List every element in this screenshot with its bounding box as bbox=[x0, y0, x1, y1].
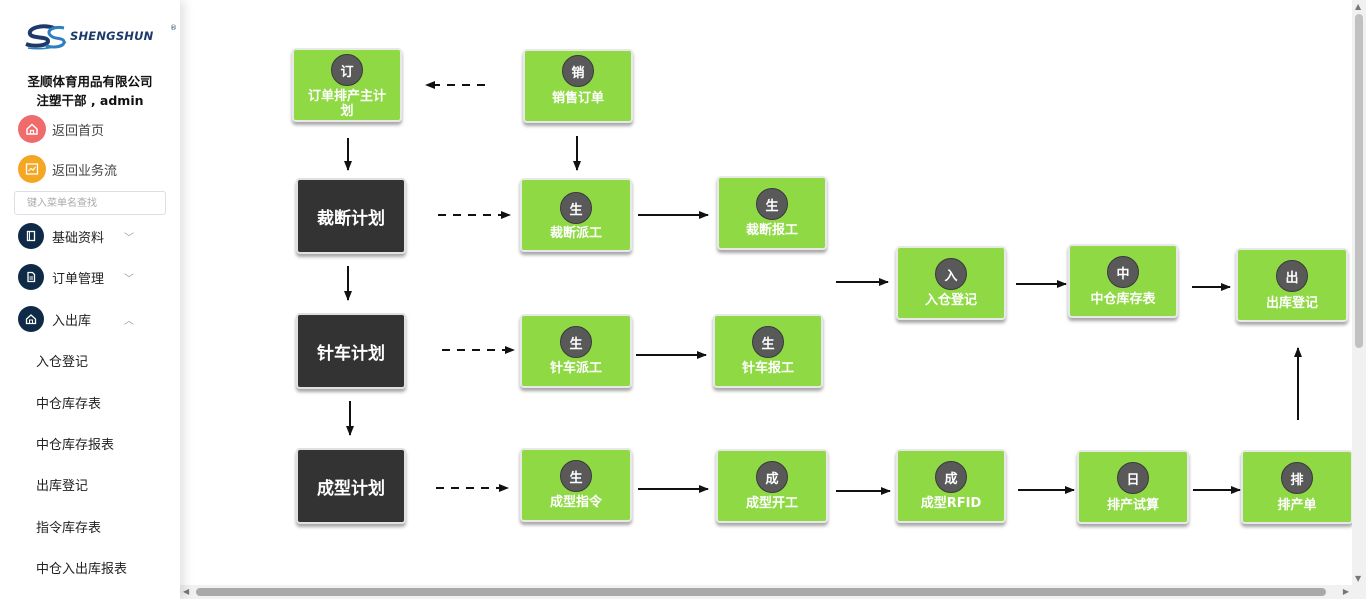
sidebar: SHENGSHUN ® 圣顺体育用品有限公司 注塑干部 , admin 返回首页… bbox=[0, 0, 180, 599]
node-label: 裁断派工 bbox=[549, 226, 602, 241]
logo-text: SHENGSHUN bbox=[70, 29, 154, 43]
node-badge: 生 bbox=[560, 192, 592, 224]
chevron-down-icon: ﹀ bbox=[124, 273, 134, 285]
vertical-scrollbar[interactable]: ▲ ▼ bbox=[1352, 0, 1366, 585]
menu-inbound-outbound[interactable]: 入出库 ︿ bbox=[18, 305, 168, 333]
flow-link[interactable]: 返回业务流 bbox=[18, 155, 117, 183]
node-form-start[interactable]: 成 成型开工 bbox=[716, 449, 828, 523]
node-schedule-calc[interactable]: 日 排产试算 bbox=[1077, 450, 1189, 524]
node-label: 针车报工 bbox=[741, 361, 794, 376]
node-label: 成型指令 bbox=[549, 495, 602, 510]
business-flow-diagram: 订 订单排产主计划 销 销售订单 生 裁断派工 生 裁断报工 生 针车派工 生 … bbox=[180, 0, 1353, 585]
node-badge: 日 bbox=[1117, 462, 1149, 494]
node-mid-stock[interactable]: 中 中仓库存表 bbox=[1068, 244, 1178, 318]
menu-order-management-label: 订单管理 bbox=[52, 271, 105, 287]
menu-basic-data[interactable]: 基础资料 ﹀ bbox=[18, 222, 168, 250]
node-label: 销售订单 bbox=[551, 91, 604, 106]
node-badge: 入 bbox=[935, 258, 967, 290]
node-badge: 排 bbox=[1281, 462, 1313, 494]
node-badge: 出 bbox=[1276, 260, 1308, 292]
node-order-master-plan[interactable]: 订 订单排产主计划 bbox=[292, 48, 402, 122]
node-label: 中仓库存表 bbox=[1090, 292, 1156, 307]
node-badge: 生 bbox=[560, 460, 592, 492]
submenu-item-inbound-register[interactable]: 入仓登记 bbox=[36, 355, 89, 370]
scroll-left-icon[interactable]: ◀ bbox=[183, 587, 190, 596]
submenu-item-command-stock[interactable]: 指令库存表 bbox=[36, 521, 102, 536]
menu-basic-data-label: 基础资料 bbox=[52, 230, 105, 246]
home-link[interactable]: 返回首页 bbox=[18, 115, 104, 143]
node-cut-report[interactable]: 生 裁断报工 bbox=[717, 176, 827, 250]
warehouse-icon bbox=[18, 306, 44, 332]
menu-order-management[interactable]: 订单管理 ﹀ bbox=[18, 263, 168, 291]
node-inbound-register[interactable]: 入 入仓登记 bbox=[896, 246, 1006, 320]
node-badge: 订 bbox=[331, 54, 363, 86]
plan-sewing[interactable]: 针车计划 bbox=[296, 313, 406, 389]
node-label: 排产单 bbox=[1277, 498, 1317, 513]
company-name: 圣顺体育用品有限公司 bbox=[27, 74, 153, 89]
menu-inbound-outbound-label: 入出库 bbox=[52, 313, 92, 329]
flow-link-label: 返回业务流 bbox=[52, 163, 118, 179]
chevron-up-icon: ︿ bbox=[124, 315, 134, 327]
vertical-scroll-thumb[interactable] bbox=[1355, 14, 1363, 348]
flow-arrows bbox=[344, 81, 1302, 495]
plan-cutting[interactable]: 裁断计划 bbox=[296, 178, 406, 254]
node-label: 针车派工 bbox=[549, 361, 602, 376]
node-badge: 生 bbox=[756, 188, 788, 220]
node-cut-dispatch[interactable]: 生 裁断派工 bbox=[520, 178, 632, 252]
submenu-item-mid-io-report[interactable]: 中仓入出库报表 bbox=[36, 562, 128, 577]
node-label: 订单排产主计划 bbox=[307, 89, 386, 119]
node-label: 成型开工 bbox=[745, 496, 798, 511]
node-badge: 生 bbox=[560, 326, 592, 358]
node-label: 排产试算 bbox=[1106, 498, 1159, 513]
registered-mark: ® bbox=[170, 24, 177, 32]
node-outbound-register[interactable]: 出 出库登记 bbox=[1236, 248, 1348, 322]
node-badge: 中 bbox=[1107, 256, 1139, 288]
scrollbar-corner bbox=[1352, 585, 1366, 599]
user-line: 注塑干部 , admin bbox=[36, 93, 144, 108]
company-info: 圣顺体育用品有限公司 注塑干部 , admin bbox=[0, 72, 180, 110]
chevron-down-icon: ﹀ bbox=[124, 232, 134, 244]
horizontal-scrollbar[interactable]: ◀ ▶ bbox=[180, 585, 1352, 599]
node-sew-report[interactable]: 生 针车报工 bbox=[713, 314, 823, 388]
scroll-down-icon[interactable]: ▼ bbox=[1355, 574, 1362, 583]
node-badge: 生 bbox=[752, 326, 784, 358]
home-link-label: 返回首页 bbox=[52, 123, 105, 139]
document-icon bbox=[18, 264, 44, 290]
submenu-item-mid-stock-report[interactable]: 中仓库存报表 bbox=[36, 438, 115, 453]
node-form-rfid[interactable]: 成 成型RFID bbox=[896, 449, 1006, 523]
node-sales-order[interactable]: 销 销售订单 bbox=[523, 49, 633, 123]
node-badge: 成 bbox=[756, 461, 788, 493]
node-form-command[interactable]: 生 成型指令 bbox=[520, 448, 632, 522]
scroll-up-icon[interactable]: ▲ bbox=[1355, 2, 1362, 11]
flow-icon bbox=[18, 155, 46, 183]
node-schedule-sheet[interactable]: 排 排产单 bbox=[1241, 450, 1353, 524]
menu-search-input[interactable] bbox=[14, 191, 166, 215]
node-label: 出库登记 bbox=[1265, 296, 1318, 311]
book-icon bbox=[18, 223, 44, 249]
node-label: 成型RFID bbox=[920, 496, 982, 511]
node-sew-dispatch[interactable]: 生 针车派工 bbox=[520, 314, 632, 388]
node-label: 裁断报工 bbox=[745, 223, 798, 238]
submenu-item-mid-stock[interactable]: 中仓库存表 bbox=[36, 397, 102, 412]
scroll-right-icon[interactable]: ▶ bbox=[1342, 587, 1349, 596]
node-badge: 成 bbox=[935, 461, 967, 493]
node-label: 入仓登记 bbox=[924, 293, 977, 308]
home-icon bbox=[18, 115, 46, 143]
logo: SHENGSHUN ® bbox=[22, 22, 177, 52]
horizontal-scroll-thumb[interactable] bbox=[196, 588, 1326, 596]
logo-mark-icon bbox=[25, 24, 67, 50]
plan-forming[interactable]: 成型计划 bbox=[296, 448, 406, 524]
node-badge: 销 bbox=[562, 55, 594, 87]
submenu-item-outbound-register[interactable]: 出库登记 bbox=[36, 479, 89, 494]
